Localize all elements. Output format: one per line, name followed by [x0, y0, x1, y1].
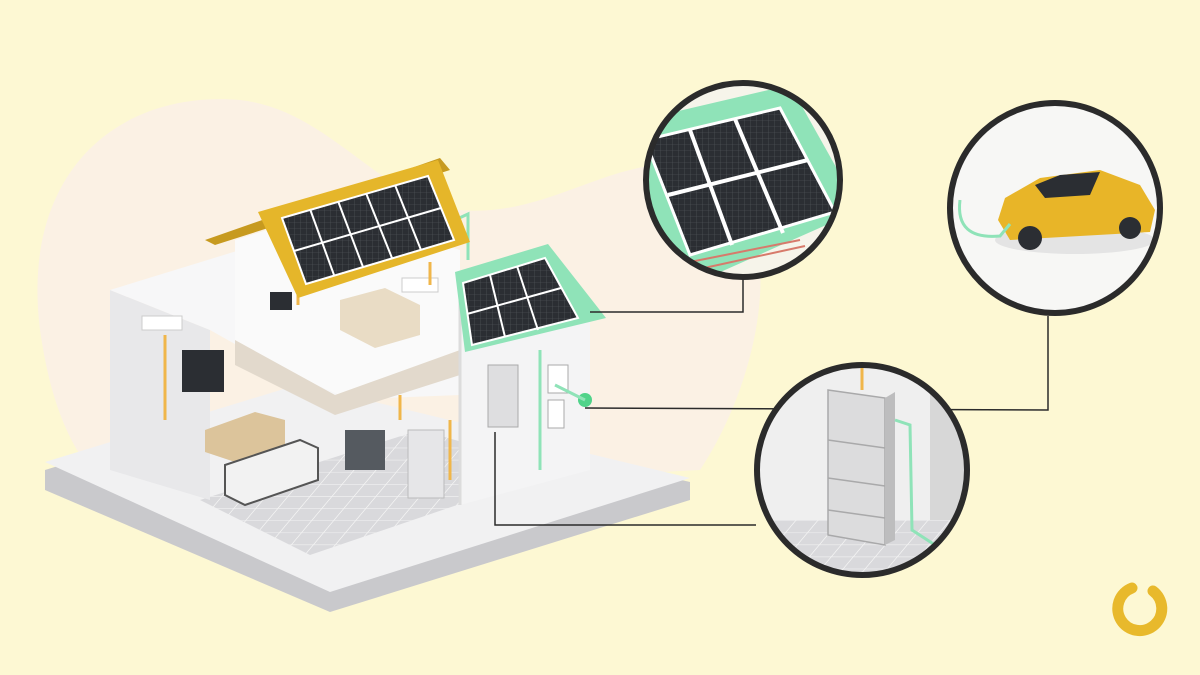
meter — [547, 399, 565, 429]
home-battery — [487, 364, 519, 428]
main-roof — [205, 158, 470, 298]
tv — [182, 350, 224, 392]
air-conditioner — [141, 315, 183, 331]
callout-electric-car — [947, 100, 1163, 316]
stove — [345, 430, 385, 470]
ring-logo-icon — [1112, 582, 1168, 637]
callout-solar-panels — [643, 80, 843, 280]
monitor — [270, 292, 292, 310]
secondary-roof — [455, 244, 606, 352]
callout-home-battery — [754, 362, 970, 578]
inverter — [547, 364, 569, 394]
electric-car-icon — [998, 170, 1155, 250]
callout-lines — [494, 278, 1049, 526]
bed — [340, 288, 420, 348]
kitchen-counter — [224, 438, 319, 507]
battery-icon — [827, 389, 895, 546]
air-conditioner — [401, 277, 439, 293]
sofa — [205, 412, 285, 462]
fridge — [407, 429, 445, 499]
